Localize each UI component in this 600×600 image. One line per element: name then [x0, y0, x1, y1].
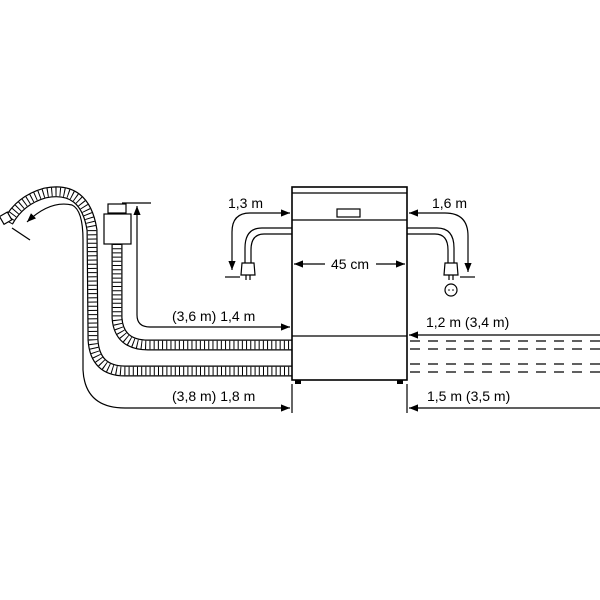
aquastop-valve — [103, 213, 132, 245]
right-inlet-label: 1,2 m (3,4 m) — [426, 314, 509, 330]
right-plug-icon — [443, 262, 459, 276]
left-cable-label: 1,3 m — [228, 195, 263, 211]
drain-height-tick — [11, 227, 31, 241]
left-cable-arrow — [228, 209, 290, 270]
right-drain-label: 1,5 m (3,5 m) — [427, 388, 510, 404]
left-plug-icon — [240, 262, 256, 276]
inlet-length-arrow — [133, 206, 290, 331]
drain-length-arrow — [26, 203, 290, 412]
right-power-cable — [407, 227, 455, 263]
dishwasher — [291, 186, 408, 384]
left-drain-label: (3,8 m) 1,8 m — [172, 388, 255, 404]
right-cable-arrow — [409, 209, 472, 272]
width-label: 45 cm — [331, 256, 369, 272]
control-display — [336, 208, 361, 218]
right-side-hoses — [410, 340, 600, 373]
tap-connector — [107, 203, 127, 214]
left-power-cable — [244, 227, 292, 263]
right-cable-label: 1,6 m — [432, 195, 467, 211]
drain-hose-end — [0, 211, 13, 226]
socket-icon — [444, 283, 458, 297]
left-inlet-label: (3,6 m) 1,4 m — [172, 308, 255, 324]
